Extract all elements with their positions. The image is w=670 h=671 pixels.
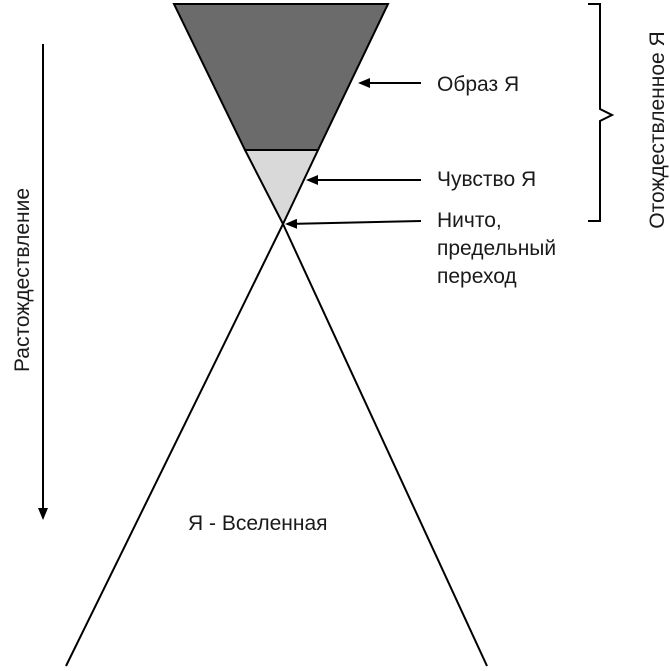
nothing-label-line-3: переход [437,265,517,288]
universe-left-line [65,223,284,667]
nothing-label: Ничто, предельный переход [437,207,556,291]
nothing-label-line-2: предельный [437,237,557,260]
self-image-label: Образ Я [437,73,520,96]
self-feeling-label: Чувство Я [437,168,537,191]
identified-self-bracket [588,3,615,222]
self-feeling-region [243,149,320,227]
nothing-arrow [285,218,422,229]
nothing-label-line-1: Ничто, [437,209,502,232]
disidentification-label: Растождествление [11,187,34,373]
self-universe-label: Я - Вселенная [188,512,328,535]
identified-self-label: Отождествленное Я [646,31,669,229]
universe-right-line [282,223,488,667]
self-image-region [172,3,390,151]
